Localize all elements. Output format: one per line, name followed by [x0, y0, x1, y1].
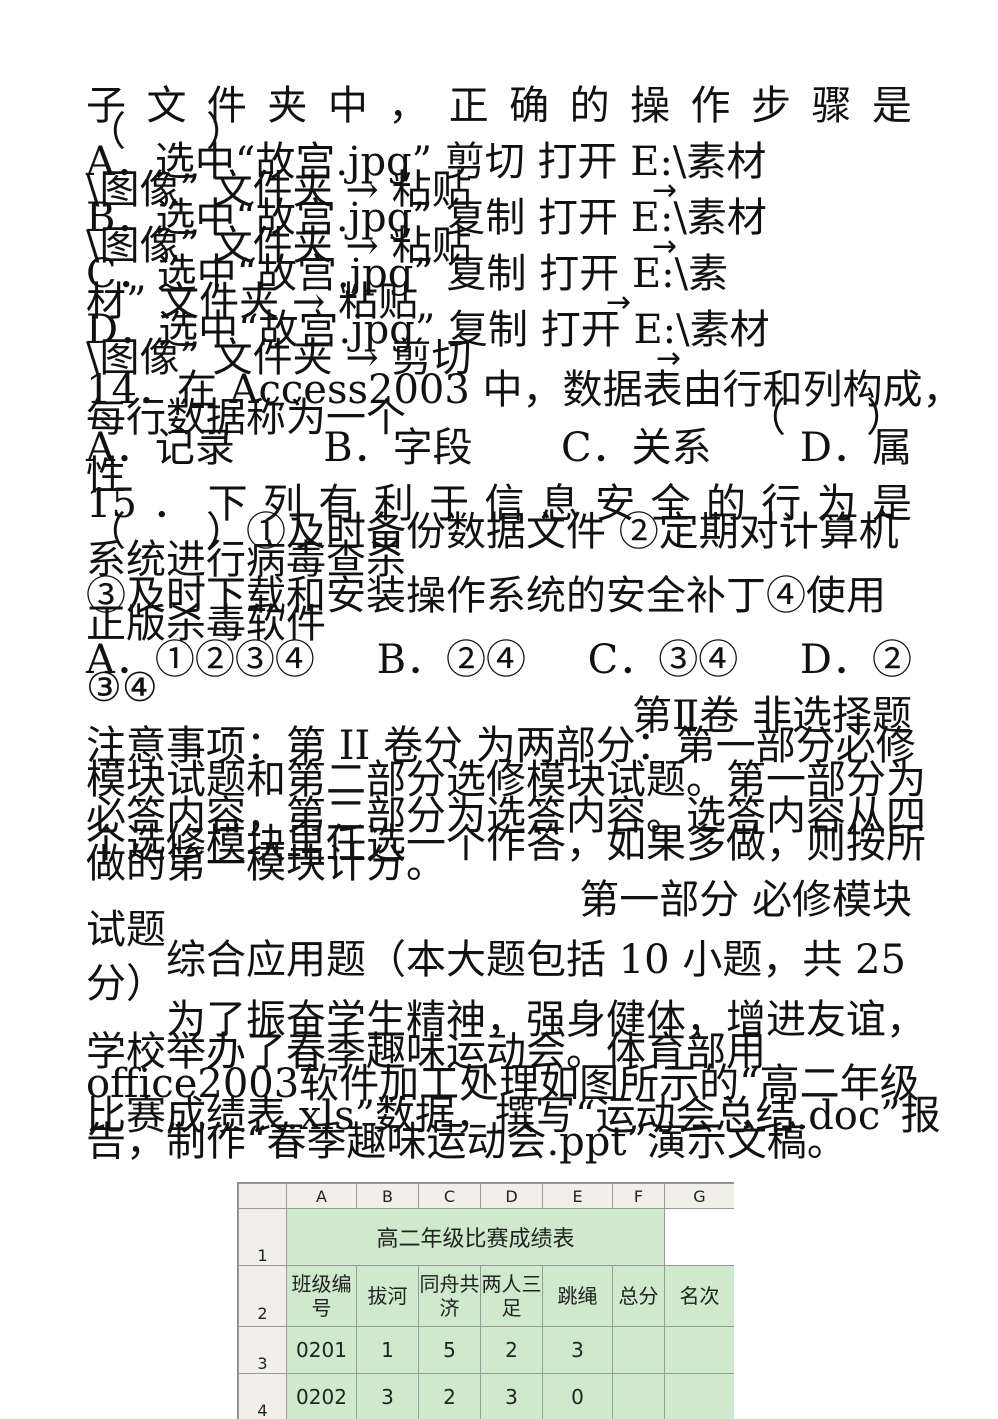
header-cell: 两人三足 [481, 1266, 543, 1327]
table-title: 高二年级比赛成绩表 [287, 1209, 665, 1266]
table-header-row: 2 班级编号 拔河 同舟共济 两人三足 跳绳 总分 名次 [239, 1266, 735, 1327]
cell: 5 [419, 1327, 481, 1374]
column-header-row: A B C D E F G [239, 1184, 735, 1209]
cell: 0202 [287, 1374, 357, 1419]
spreadsheet-figure: A B C D E F G 1 高二年级比赛成绩表 2 班级编号 拔河 同舟共济… [237, 1182, 734, 1419]
cell [665, 1327, 735, 1374]
header-cell: 拔河 [357, 1266, 419, 1327]
cell [665, 1209, 735, 1266]
scenario-line5: 告，制作“春季趣味运动会.ppt”演示文稿。 [86, 1122, 912, 1162]
column-header: C [419, 1184, 481, 1209]
row-number: 4 [239, 1374, 287, 1419]
row-number: 2 [239, 1266, 287, 1327]
column-header: A [287, 1184, 357, 1209]
arrow-icon: → [652, 232, 677, 262]
table-row: 3 0201 1 5 2 3 [239, 1327, 735, 1374]
cell [665, 1374, 735, 1419]
cell: 0201 [287, 1327, 357, 1374]
cell: 3 [357, 1374, 419, 1419]
cell [613, 1374, 665, 1419]
header-cell: 同舟共济 [419, 1266, 481, 1327]
cell: 1 [357, 1327, 419, 1374]
cell: 2 [481, 1327, 543, 1374]
corner-cell [239, 1184, 287, 1209]
cell [613, 1327, 665, 1374]
column-header: D [481, 1184, 543, 1209]
table-row: 4 0202 3 2 3 0 [239, 1374, 735, 1419]
header-cell: 班级编号 [287, 1266, 357, 1327]
table-row: 1 高二年级比赛成绩表 [239, 1209, 735, 1266]
header-cell: 名次 [665, 1266, 735, 1327]
cell: 3 [481, 1374, 543, 1419]
score-table: A B C D E F G 1 高二年级比赛成绩表 2 班级编号 拔河 同舟共济… [238, 1183, 734, 1419]
arrow-icon: → [606, 288, 631, 318]
cell: 2 [419, 1374, 481, 1419]
header-cell: 总分 [613, 1266, 665, 1327]
cell: 0 [543, 1374, 613, 1419]
column-header: F [613, 1184, 665, 1209]
arrow-icon: → [652, 176, 677, 206]
row-number: 3 [239, 1327, 287, 1374]
cell: 3 [543, 1327, 613, 1374]
header-cell: 跳绳 [543, 1266, 613, 1327]
column-header: G [665, 1184, 735, 1209]
row-number: 1 [239, 1209, 287, 1266]
column-header: B [357, 1184, 419, 1209]
column-header: E [543, 1184, 613, 1209]
